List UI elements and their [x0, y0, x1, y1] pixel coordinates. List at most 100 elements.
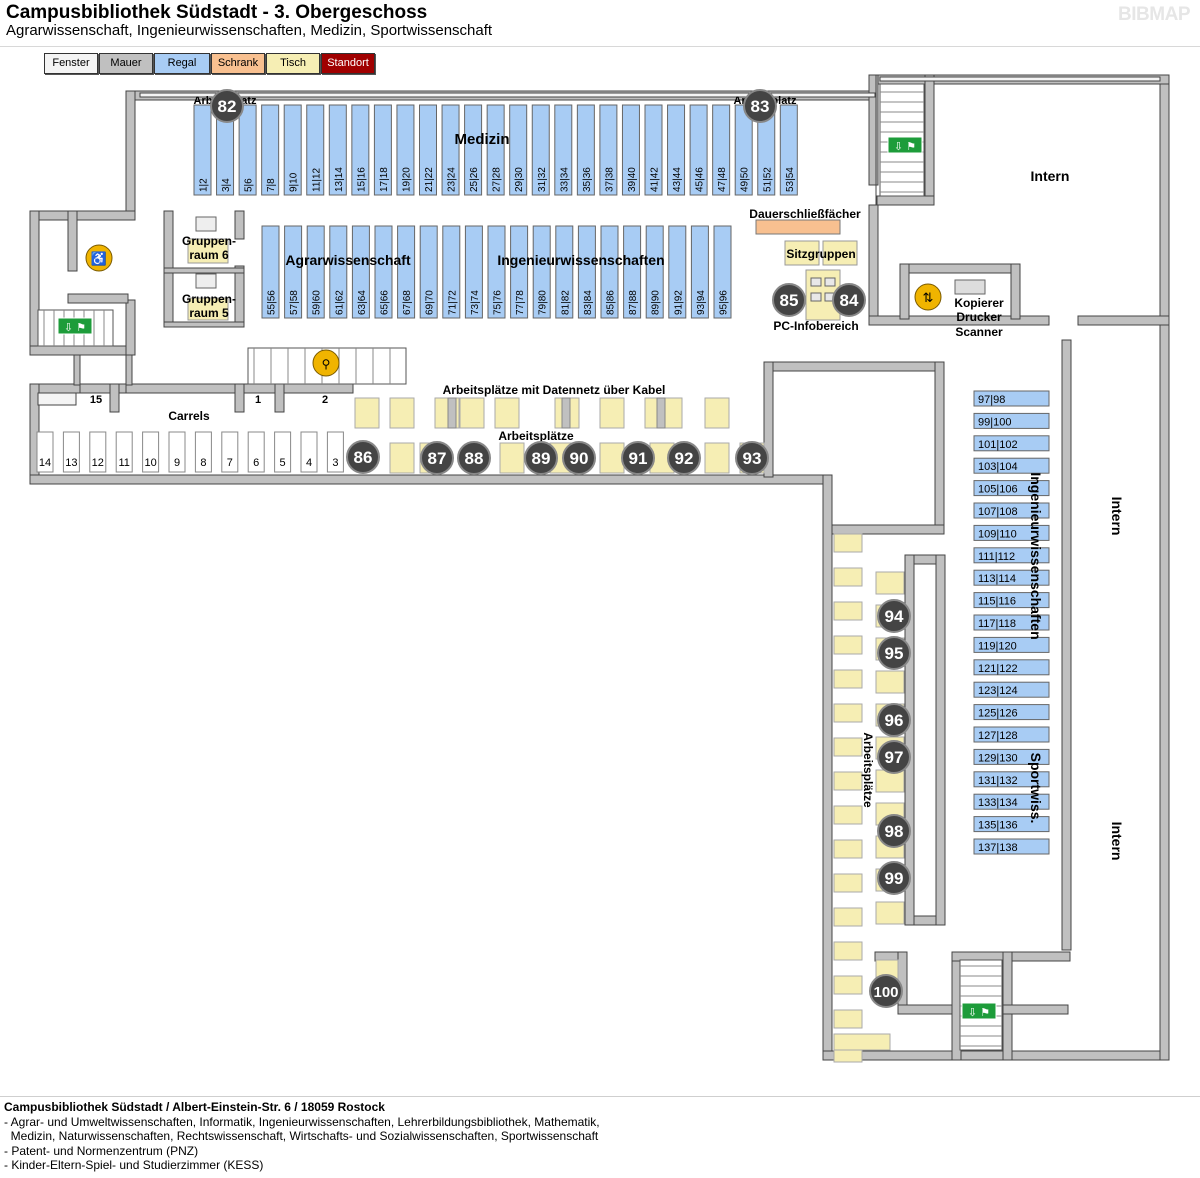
shelf-label: 29|30	[514, 167, 525, 192]
shelf	[973, 636, 1050, 653]
location-marker[interactable]	[877, 861, 911, 895]
location-marker[interactable]	[562, 441, 596, 475]
shelf	[554, 104, 573, 196]
shelf-label: 51|52	[762, 167, 773, 192]
location-marker[interactable]	[869, 974, 903, 1008]
shelf	[973, 771, 1050, 788]
table	[494, 397, 520, 429]
exit-sign-icon: ⇩ ⚑	[961, 1002, 997, 1020]
location-marker[interactable]	[877, 599, 911, 633]
shelf	[600, 225, 619, 319]
toilet-icon: ♿	[85, 244, 113, 272]
table	[704, 442, 730, 474]
location-marker[interactable]	[877, 740, 911, 774]
shelf-label: 85|86	[606, 290, 617, 315]
location-marker[interactable]	[735, 441, 769, 475]
shelf	[555, 225, 574, 319]
shelf	[577, 225, 596, 319]
location-marker-number: 87	[428, 449, 447, 468]
table	[875, 670, 905, 694]
page-footer: Campusbibliothek Südstadt / Albert-Einst…	[0, 1096, 1200, 1178]
table	[354, 397, 380, 429]
shelf-label: 41|42	[650, 167, 661, 192]
shelf	[419, 104, 437, 196]
location-marker[interactable]	[667, 441, 701, 475]
carrel	[62, 431, 80, 473]
location-marker[interactable]	[621, 441, 655, 475]
location-marker[interactable]	[877, 636, 911, 670]
area-intern: Intern	[1031, 168, 1070, 184]
carrel-number: 7	[227, 457, 233, 469]
table	[389, 397, 415, 429]
table	[833, 907, 863, 927]
location-marker[interactable]	[832, 283, 866, 317]
shelf-label: 39|40	[627, 167, 638, 192]
shelf	[623, 225, 642, 319]
shelf	[973, 457, 1050, 474]
shelf-label: 129|130	[978, 752, 1018, 764]
location-marker[interactable]	[877, 703, 911, 737]
shelf	[713, 225, 732, 319]
table	[833, 1009, 863, 1029]
area-agrarwissenschaft: Agrarwissenschaft	[285, 252, 411, 268]
label-sitzgruppen: Sitzgruppen	[786, 247, 855, 261]
svg-text:⚲: ⚲	[322, 357, 331, 371]
shelf-label: 21|22	[424, 167, 435, 192]
location-marker[interactable]	[210, 89, 244, 123]
shelf	[509, 104, 528, 196]
shelf-label: 127|128	[978, 730, 1018, 742]
area-intern-2: Intern	[1109, 497, 1125, 536]
shelf	[973, 502, 1050, 519]
shelf-label: 31|32	[537, 167, 548, 192]
shelf-label: 45|46	[695, 167, 706, 192]
shelf-label: 43|44	[672, 167, 683, 192]
shelf-label: 65|66	[380, 290, 391, 315]
carrel-number: 2	[322, 394, 328, 406]
location-marker[interactable]	[524, 441, 558, 475]
location-marker[interactable]	[772, 283, 806, 317]
shelf	[973, 569, 1050, 586]
location-marker-number: 93	[743, 449, 762, 468]
carrel-number: 4	[306, 457, 312, 469]
footer-address: Campusbibliothek Südstadt / Albert-Einst…	[4, 1100, 385, 1114]
location-marker[interactable]	[346, 440, 380, 474]
carrel-number: 8	[200, 457, 206, 469]
legend-item-schrank: Schrank	[211, 53, 265, 74]
area-ingenieurwissenschaften: Ingenieurwissenschaften	[497, 252, 664, 268]
carrel	[326, 431, 344, 473]
shelf-label: 71|72	[447, 290, 458, 315]
location-marker[interactable]	[877, 814, 911, 848]
shelf	[689, 104, 708, 196]
footer-line: - Agrar- und Umweltwissenschaften, Infor…	[4, 1115, 600, 1129]
table	[833, 567, 863, 587]
legend-item-fenster: Fenster	[44, 53, 98, 74]
shelf-label: 19|20	[401, 167, 412, 192]
shelf-label: 9|10	[289, 172, 300, 192]
shelf-label: 135|136	[978, 820, 1018, 832]
shelf	[351, 225, 370, 319]
shelf	[973, 748, 1050, 765]
carrel	[115, 431, 133, 473]
location-marker-number: 89	[532, 449, 551, 468]
shelf	[621, 104, 640, 196]
shelf	[645, 225, 664, 319]
label-gruppenraum-5-a: Gruppen-	[182, 292, 236, 306]
shelf-label: 47|48	[717, 167, 728, 192]
carrel	[194, 431, 212, 473]
location-marker[interactable]	[457, 441, 491, 475]
shelf-label: 121|122	[978, 663, 1018, 675]
table	[833, 635, 863, 655]
shelf-label: 103|104	[978, 461, 1018, 473]
location-marker[interactable]	[420, 441, 454, 475]
shelf-label: 57|58	[289, 290, 300, 315]
location-marker[interactable]	[743, 89, 777, 123]
shelf-label: 13|14	[334, 167, 345, 192]
shelf-label: 101|102	[978, 439, 1018, 451]
shelf	[531, 104, 550, 196]
shelf	[779, 104, 798, 196]
copier-icon	[954, 279, 986, 295]
location-marker-number: 95	[885, 644, 904, 663]
svg-text:♿: ♿	[91, 251, 107, 266]
shelf-label: 111|112	[978, 551, 1015, 563]
